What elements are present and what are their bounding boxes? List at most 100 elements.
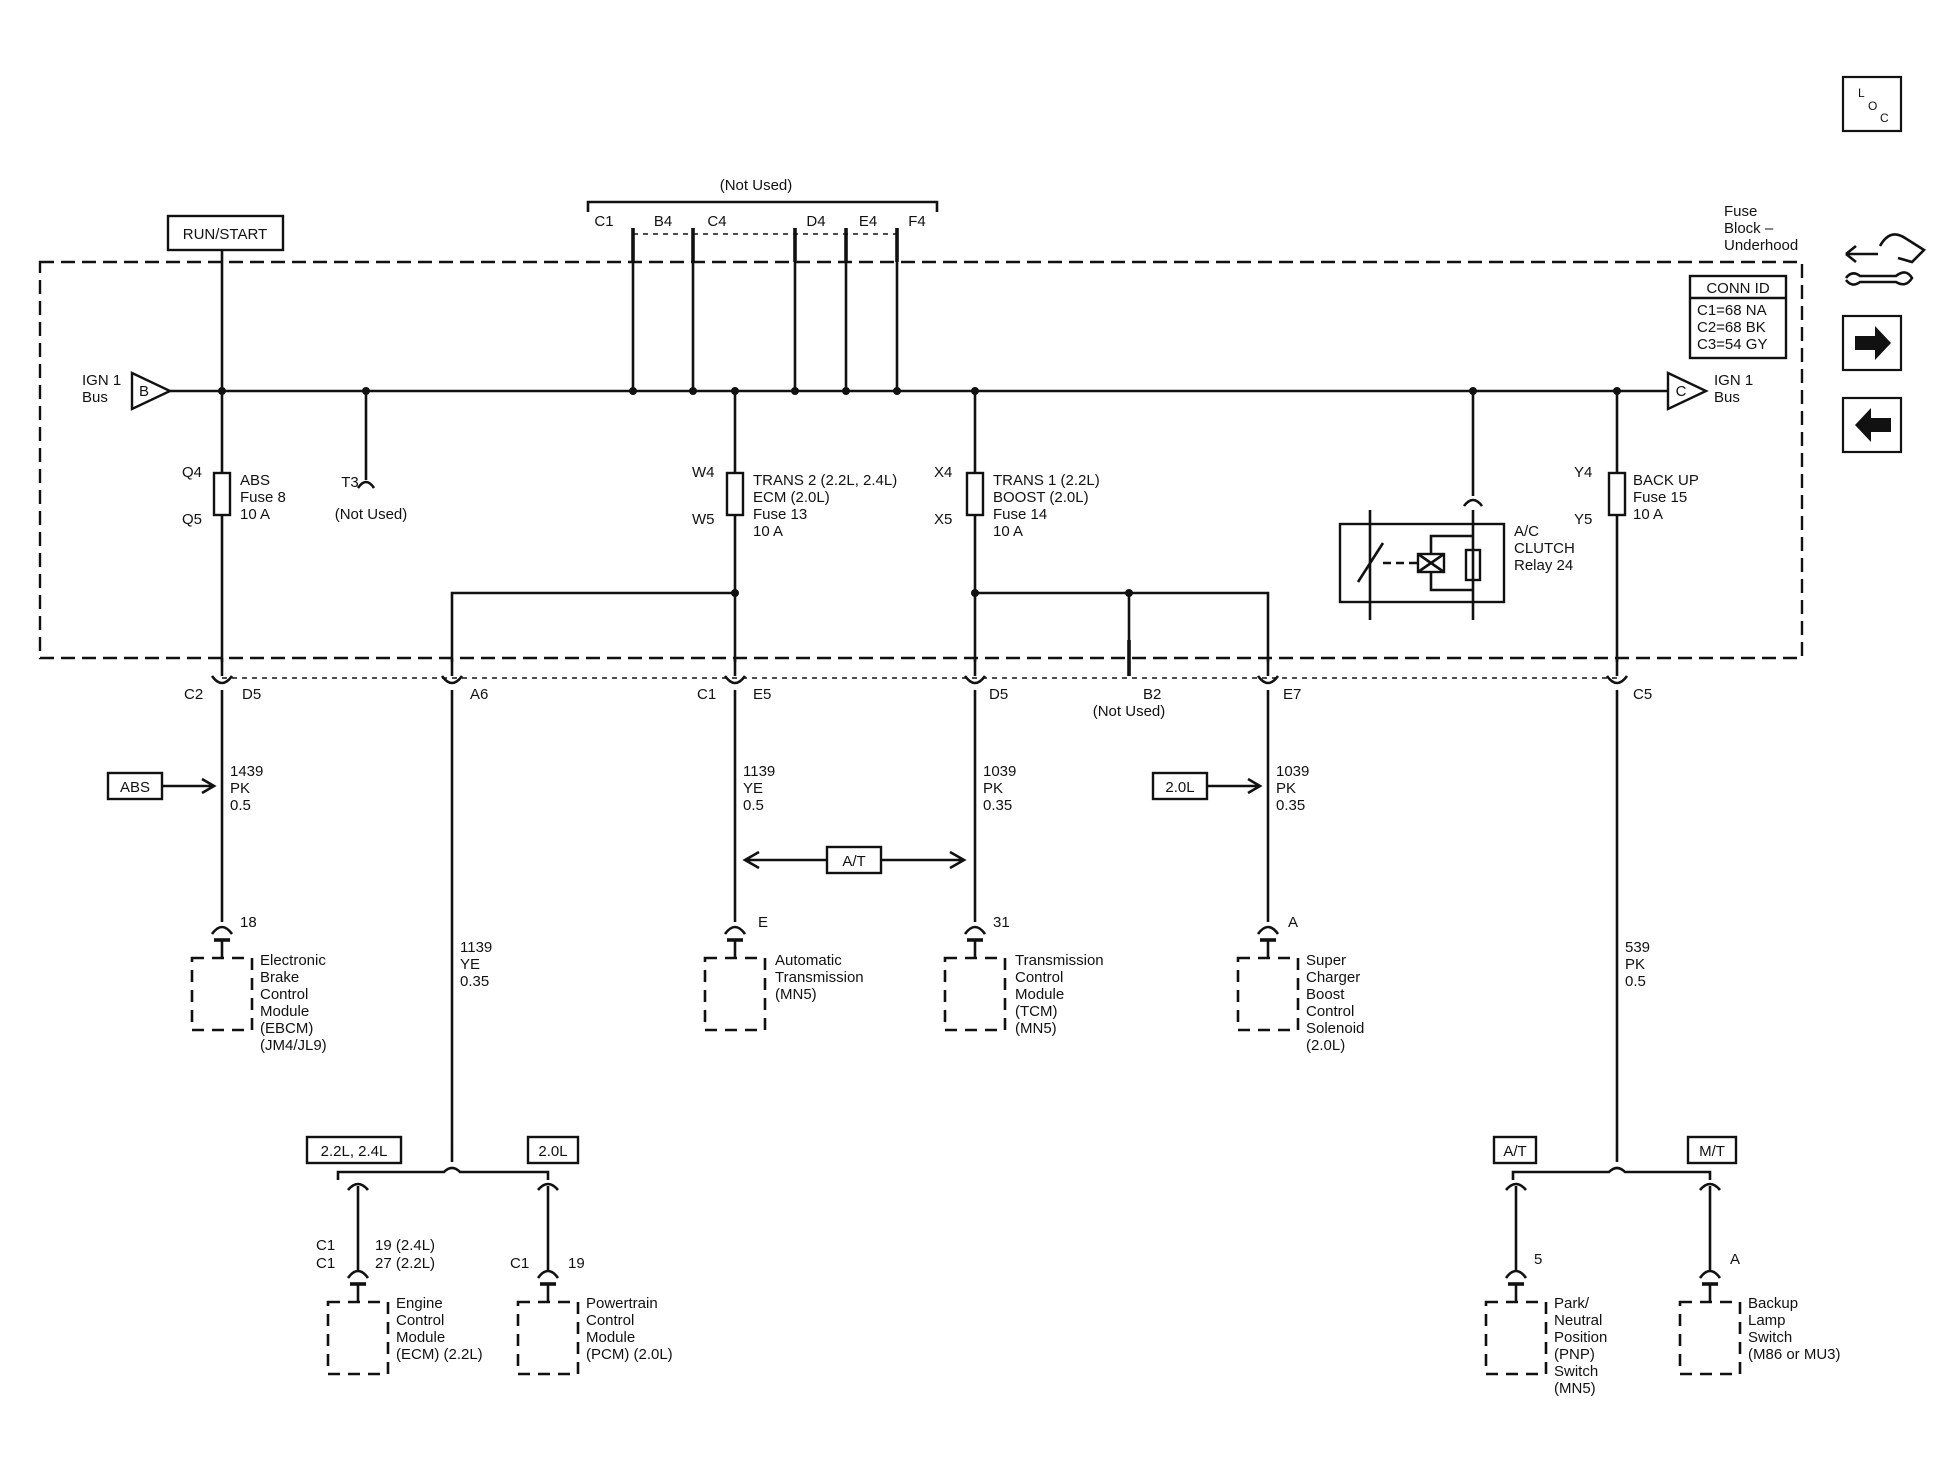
fuse8-line3: 10 A xyxy=(240,506,270,523)
fuse13-bottom-cavity: W5 xyxy=(692,511,715,528)
automatic-transmission-component xyxy=(703,925,767,1032)
auto-trans-pin: E xyxy=(758,914,768,931)
t3-stub xyxy=(356,391,376,489)
pnp-label-4: (PNP) xyxy=(1554,1346,1595,1363)
conn-c1: C1 xyxy=(697,686,716,703)
relay-label-3: Relay 24 xyxy=(1514,557,1573,574)
abs-tag-box xyxy=(106,771,164,801)
wire-1139a-circuit: 1139 xyxy=(460,939,492,956)
right-split-bracket xyxy=(1511,1150,1712,1180)
t3-pin: T3 xyxy=(341,474,359,491)
loc-button[interactable]: L O C xyxy=(1841,75,1903,133)
connector-cups xyxy=(210,658,1629,685)
arrow-right-icon[interactable] xyxy=(1841,314,1903,372)
conn-id-c2: C2=68 BK xyxy=(1697,319,1766,336)
top-cavity-c1: C1 xyxy=(594,213,613,230)
fuse-block-title-line3: Underhood xyxy=(1724,237,1798,254)
fuse14-top-cavity: X4 xyxy=(934,464,952,481)
fuse8-line2: Fuse 8 xyxy=(240,489,286,506)
abs-tag-arrow xyxy=(162,777,217,795)
bus-c-letter: C xyxy=(1676,383,1687,400)
wire-1039b-circuit: 1039 xyxy=(1276,763,1309,780)
top-cavity-d4: D4 xyxy=(806,213,825,230)
fuse13-element xyxy=(725,471,745,517)
tcm-label-5: (MN5) xyxy=(1015,1020,1057,1037)
ecm-label-2: Control xyxy=(396,1312,444,1329)
fuse-block-title-line1: Fuse xyxy=(1724,203,1757,220)
backup-lamp-switch-component xyxy=(1678,1269,1742,1376)
wire-539-gauge: 0.5 xyxy=(1625,973,1646,990)
pnp-label-3: Position xyxy=(1554,1329,1607,1346)
left-split-a-box xyxy=(305,1135,403,1165)
conn-id-c3: C3=54 GY xyxy=(1697,336,1767,353)
auto-trans-label-1: Automatic xyxy=(775,952,842,969)
wire-1139b-color: YE xyxy=(743,780,763,797)
pnp-switch-component xyxy=(1484,1269,1548,1376)
ac-clutch-relay xyxy=(1338,391,1506,620)
fuse8-line1: ABS xyxy=(240,472,270,489)
backup-pin: A xyxy=(1730,1251,1740,1268)
pnp-label-1: Park/ xyxy=(1554,1295,1590,1312)
arrow-left-icon[interactable] xyxy=(1841,396,1903,454)
fuse15-top-cavity: Y4 xyxy=(1574,464,1592,481)
wire-1439-color: PK xyxy=(230,780,250,797)
fuse15-line3: 10 A xyxy=(1633,506,1663,523)
auto-trans-label-3: (MN5) xyxy=(775,986,817,1003)
run-start-label: RUN/START xyxy=(183,226,267,243)
fuse8-element xyxy=(212,471,232,517)
conn-id-box xyxy=(1688,274,1788,360)
ecm-label-1: Engine xyxy=(396,1295,443,1312)
ebcm-pin: 18 xyxy=(240,914,257,931)
pcm-pin: 19 xyxy=(568,1255,585,1272)
bus-left-label-2: Bus xyxy=(82,389,108,406)
backup-label-4: (M86 or MU3) xyxy=(1748,1346,1841,1363)
supercharger-label-5: Solenoid xyxy=(1306,1020,1364,1037)
fuse14-element xyxy=(965,471,985,517)
right-split-a-box xyxy=(1492,1135,1538,1165)
run-start-label-box xyxy=(166,214,285,252)
pnp-label-2: Neutral xyxy=(1554,1312,1602,1329)
backup-label-2: Lamp xyxy=(1748,1312,1786,1329)
t3-not-used: (Not Used) xyxy=(335,506,408,523)
conn-c5: C5 xyxy=(1633,686,1652,703)
supercharger-pin: A xyxy=(1288,914,1298,931)
wire-1139a-gauge: 0.35 xyxy=(460,973,489,990)
conn-c2: C2 xyxy=(184,686,203,703)
pcm-label-4: (PCM) (2.0L) xyxy=(586,1346,673,1363)
wire-1139a-color: YE xyxy=(460,956,480,973)
fuse15-line2: Fuse 15 xyxy=(1633,489,1687,506)
conn-id-title: CONN ID xyxy=(1706,280,1770,297)
ebcm-component xyxy=(190,925,254,1032)
ebcm-label-2: Brake xyxy=(260,969,299,986)
top-cavity-stubs xyxy=(631,228,899,391)
pcm-component xyxy=(516,1269,580,1376)
conn-b2: B2 xyxy=(1143,686,1161,703)
two-liter-tag: 2.0L xyxy=(1165,779,1194,796)
loc-letter-c: C xyxy=(1880,111,1889,125)
pnp-wire xyxy=(1505,1182,1527,1270)
tcm-label-4: (TCM) xyxy=(1015,1003,1057,1020)
supercharger-label-3: Boost xyxy=(1306,986,1345,1003)
top-cavity-e4: E4 xyxy=(859,213,877,230)
tcm-label-1: Transmission xyxy=(1015,952,1104,969)
ecm-conn-1: C1 xyxy=(316,1237,335,1254)
wire-1039a-gauge: 0.35 xyxy=(983,797,1012,814)
relay-label-1: A/C xyxy=(1514,523,1539,540)
right-split-b: M/T xyxy=(1699,1143,1725,1160)
wrench-connector-icon[interactable] xyxy=(1844,233,1927,286)
conn-id-c1: C1=68 NA xyxy=(1697,302,1767,319)
fuse13-top-cavity: W4 xyxy=(692,464,715,481)
ebcm-label-4: Module xyxy=(260,1003,309,1020)
top-not-used-label: (Not Used) xyxy=(720,177,793,194)
bus-left-label-1: IGN 1 xyxy=(82,372,121,389)
tcm-label-3: Module xyxy=(1015,986,1064,1003)
top-cavity-b4: B4 xyxy=(654,213,672,230)
supercharger-label-6: (2.0L) xyxy=(1306,1037,1345,1054)
left-split-bracket xyxy=(336,1150,550,1180)
at-mid-tag-box xyxy=(825,845,883,875)
left-split-b: 2.0L xyxy=(538,1143,567,1160)
fuse13-line2: ECM (2.0L) xyxy=(753,489,830,506)
pnp-label-6: (MN5) xyxy=(1554,1380,1596,1397)
loc-letter-o: O xyxy=(1868,99,1877,113)
fuse15-element xyxy=(1607,471,1627,517)
